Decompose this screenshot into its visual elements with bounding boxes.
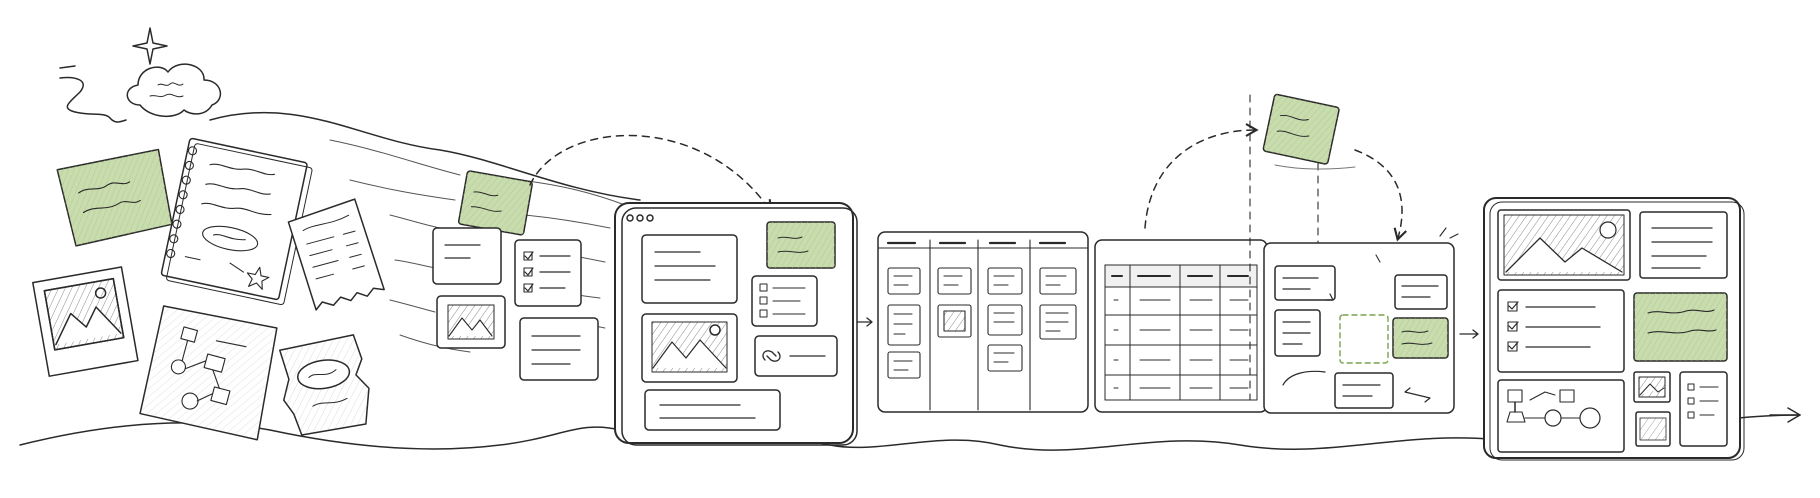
checklist-icon [751,275,818,327]
sparkle-icon [132,27,168,65]
guide-line [1249,94,1319,401]
collected-board [614,202,858,446]
kanban-board [877,231,1089,413]
text-card [432,227,502,285]
captured-cards [432,170,599,381]
sticky-note [457,170,533,236]
arrow-right-icon [1459,329,1479,339]
baseline-wave [19,414,1801,451]
scribble-icon [59,65,127,123]
text-card [519,317,599,381]
photo-icon [32,266,139,377]
receipt-icon [287,198,385,311]
checklist-icon [514,239,582,307]
organized-dashboard [1483,197,1745,461]
move-arrow [529,134,773,213]
link-icon [754,335,838,377]
freeform-canvas [1263,227,1459,414]
torn-note [279,334,370,436]
cloud-icon [126,63,222,117]
sticky-note [1262,93,1340,165]
flowchart-icon [1497,379,1625,453]
table-view [1094,239,1268,413]
notebook-icon [160,137,313,306]
checklist-icon [1679,371,1728,447]
flow-line [209,111,641,201]
move-arrow [1144,123,1259,229]
arrow-right-icon [857,317,873,327]
flowchart-icon [139,305,278,441]
image-card [1497,209,1631,281]
final-arrow-icon [1769,407,1801,423]
checklist-icon [1497,289,1625,373]
sticky-note [56,148,173,247]
move-arrow [1354,149,1407,242]
